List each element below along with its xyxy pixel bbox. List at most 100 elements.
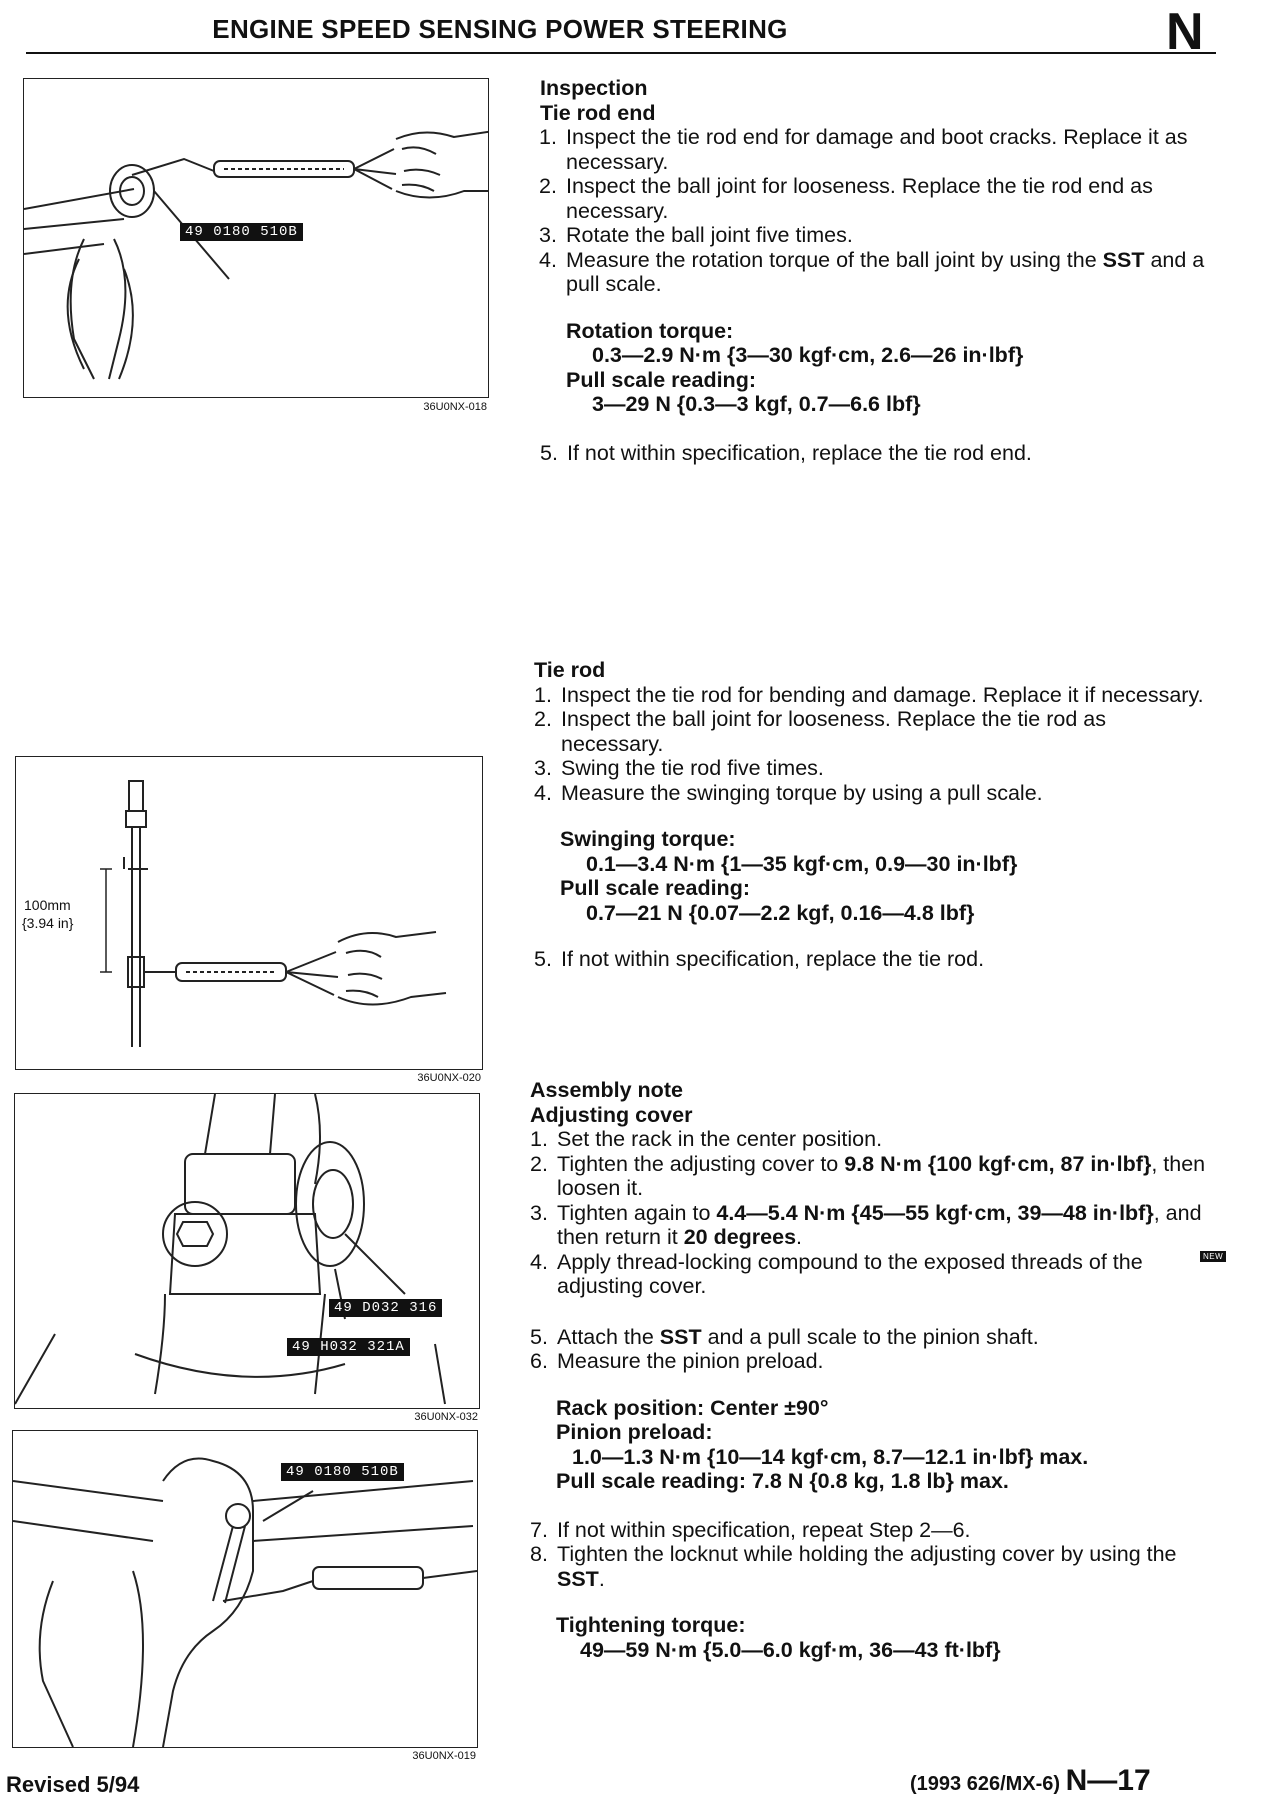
step-text: . <box>796 1225 803 1249</box>
step-item: 5.If not within specification, replace t… <box>540 441 1220 466</box>
step-number: 6. <box>530 1349 548 1373</box>
step-text: Inspect the tie rod end for damage and b… <box>566 125 1188 174</box>
section-tie-rod-end: Inspection Tie rod end 1. Inspect the tie… <box>539 76 1220 466</box>
step-item: 2.Inspect the ball joint for looseness. … <box>539 174 1220 223</box>
step-text: Tighten the adjusting cover to <box>557 1151 845 1176</box>
step-number: 1. <box>534 682 552 707</box>
step-number: 3. <box>534 756 552 780</box>
torque-value: 9.8 N·m {100 kgf·cm, 87 in·lbf} <box>844 1151 1152 1176</box>
section-tie-rod: Tie rod 1.Inspect the tie rod for bendin… <box>534 658 1214 972</box>
spec-value: Pull scale reading: 7.8 N {0.8 kg, 1.8 l… <box>556 1469 1009 1493</box>
tie-rod-step5: 5. If not within specification, replace t… <box>534 947 1214 972</box>
step-item: 5. If not within specification, replace t… <box>534 947 1214 972</box>
step-item: 5. Attach the SST and a pull scale to the… <box>530 1325 1210 1350</box>
sst-tool-label: 49 H032 321A <box>287 1338 410 1356</box>
figure-code: 36U0NX-032 <box>414 1411 478 1423</box>
step-number: 1. <box>539 125 557 149</box>
step-text: Attach the <box>557 1324 660 1349</box>
step-number: 3. <box>539 223 557 247</box>
step-item: 3. Swing the tie rod five times. <box>534 756 1214 781</box>
step-item: 4. Apply thread-locking compound to the e… <box>530 1250 1210 1299</box>
figure-code: 36U0NX-020 <box>417 1072 481 1084</box>
assembly-steps-5-6: 5. Attach the SST and a pull scale to the… <box>530 1325 1210 1374</box>
new-badge: NEW <box>1200 1251 1227 1262</box>
step-text: If not within specification, replace the… <box>561 947 985 971</box>
figure-tie-rod-end: 49 0180 510B <box>23 78 489 398</box>
model-label: (1993 626/MX-6) <box>910 1773 1061 1795</box>
step-text: Tighten again to <box>557 1200 717 1225</box>
assembly-heading: Assembly note <box>530 1078 683 1102</box>
step-item: 8.Tighten the locknut while holding the … <box>530 1542 1210 1591</box>
assembly-steps-7-8: 7. If not within specification, repeat St… <box>530 1518 1210 1592</box>
torque-value: 4.4—5.4 N·m {45—55 kgf·cm, 39—48 in·lbf} <box>716 1200 1154 1225</box>
step-text: Rotate the ball joint five times. <box>566 223 853 247</box>
step-item: 3.Tighten again to 4.4—5.4 N·m {45—55 kg… <box>530 1201 1210 1250</box>
step-number: 5. <box>530 1324 548 1349</box>
step-text: Measure the swinging torque by using a p… <box>561 780 1043 805</box>
swinging-torque-spec: Swinging torque: 0.1—3.4 N·m {1—35 kgf·c… <box>534 827 1214 925</box>
step-text: Inspect the ball joint for looseness. Re… <box>566 174 1153 223</box>
figure-tie-rod: 100mm {3.94 in} <box>15 756 483 1070</box>
step-number: 5. <box>534 947 552 971</box>
tie-rod-illustration <box>100 780 447 1047</box>
figure-code: 36U0NX-019 <box>412 1750 476 1762</box>
step-text: Measure the rotation torque of the ball … <box>566 247 1103 272</box>
step-number: 7. <box>530 1517 548 1542</box>
spec-value: 1.0—1.3 N·m {10—14 kgf·cm, 8.7—12.1 in·l… <box>572 1444 1089 1469</box>
step-item: 6. Measure the pinion preload. <box>530 1349 1210 1374</box>
page-number: N—17 <box>1065 1764 1151 1797</box>
tie-rod-end-step5: 5.If not within specification, replace t… <box>540 441 1220 466</box>
rotation-torque-spec: Rotation torque: 0.3—2.9 N·m {3—30 kgf·c… <box>540 319 1220 417</box>
step-text: . <box>598 1566 605 1591</box>
assembly-steps-1-4: 1.Set the rack in the center position. 2… <box>530 1127 1210 1299</box>
step-item: 3. Rotate the ball joint five times. <box>539 223 1220 248</box>
pinion-preload-spec: Rack position: Center ±90° Pinion preloa… <box>530 1396 1210 1494</box>
spec-value: 0.3—2.9 N·m {3—30 kgf·cm, 2.6—26 in·lbf} <box>592 343 1024 367</box>
step-text: Tighten the locknut while holding the ad… <box>557 1542 1177 1566</box>
dimension-label-in: {3.94 in} <box>22 915 74 931</box>
step-item: 1. Inspect the tie rod for bending and da… <box>534 683 1214 708</box>
step-number: 2. <box>530 1151 548 1176</box>
step-number: 4. <box>539 247 557 272</box>
step-text: Inspect the tie rod for bending and dama… <box>561 682 1204 707</box>
step-item: 4.Measure the swinging torque by using a… <box>534 781 1214 806</box>
sst-tool-label: 49 0180 510B <box>281 1463 404 1481</box>
step-item: 1.Set the rack in the center position. <box>530 1127 1210 1152</box>
step-text: , then loosen it. <box>557 1151 1206 1201</box>
step-text: Measure the pinion preload. <box>557 1349 824 1373</box>
adjusting-cover-heading: Adjusting cover <box>530 1102 693 1127</box>
pinion-preload-illustration <box>13 1457 477 1747</box>
tightening-torque-spec: Tightening torque: 49—59 N·m {5.0—6.0 kg… <box>530 1613 1210 1662</box>
page-footer: (1993 626/MX-6) N—17 <box>910 1764 1151 1798</box>
tie-rod-end-heading: Tie rod end <box>540 100 656 125</box>
step-item: 4. Measure the rotation torque of the bal… <box>539 248 1220 297</box>
tie-rod-steps: 1. Inspect the tie rod for bending and da… <box>534 683 1214 806</box>
step-text: and a pull scale to the pinion shaft. <box>701 1324 1039 1349</box>
step-text: , and then return it <box>557 1200 1202 1250</box>
step-item: 2. Tighten the adjusting cover to 9.8 N·m… <box>530 1152 1210 1201</box>
step-text: Inspect the ball joint for looseness. Re… <box>561 707 1106 756</box>
spec-value: 0.7—21 N {0.07—2.2 kgf, 0.16—4.8 lbf} <box>586 900 975 925</box>
step-number: 4. <box>530 1249 548 1274</box>
step-item: 7. If not within specification, repeat St… <box>530 1518 1210 1543</box>
inspection-heading: Inspection <box>540 76 648 100</box>
sst-term: SST <box>659 1324 702 1349</box>
tie-rod-end-steps: 1. Inspect the tie rod end for damage and… <box>539 125 1220 297</box>
sst-term: SST <box>557 1566 599 1591</box>
step-text: Set the rack in the center position. <box>557 1127 883 1151</box>
step-text: Swing the tie rod five times. <box>561 756 824 780</box>
step-item: 2.Inspect the ball joint for looseness. … <box>534 707 1214 756</box>
spec-value: 3—29 N {0.3—3 kgf, 0.7—6.6 lbf} <box>592 392 921 416</box>
spec-label: Swinging torque: <box>560 827 736 851</box>
sst-tool-label: 49 0180 510B <box>180 223 303 241</box>
spec-value: 49—59 N·m {5.0—6.0 kgf·m, 36—43 ft·lbf} <box>580 1637 1001 1662</box>
step-text: If not within specification, repeat Step… <box>557 1517 971 1542</box>
step-item: 1. Inspect the tie rod end for damage and… <box>539 125 1220 174</box>
spec-label: Pinion preload: <box>556 1420 713 1444</box>
dimension-label-mm: 100mm <box>24 897 71 913</box>
degrees-value: 20 degrees <box>683 1225 797 1249</box>
step-text: Apply thread-locking compound to the exp… <box>557 1249 1143 1299</box>
figure-pinion-preload: 49 0180 510B <box>12 1430 478 1748</box>
section-letter: N <box>1166 3 1204 61</box>
tie-rod-end-illustration <box>24 130 488 380</box>
